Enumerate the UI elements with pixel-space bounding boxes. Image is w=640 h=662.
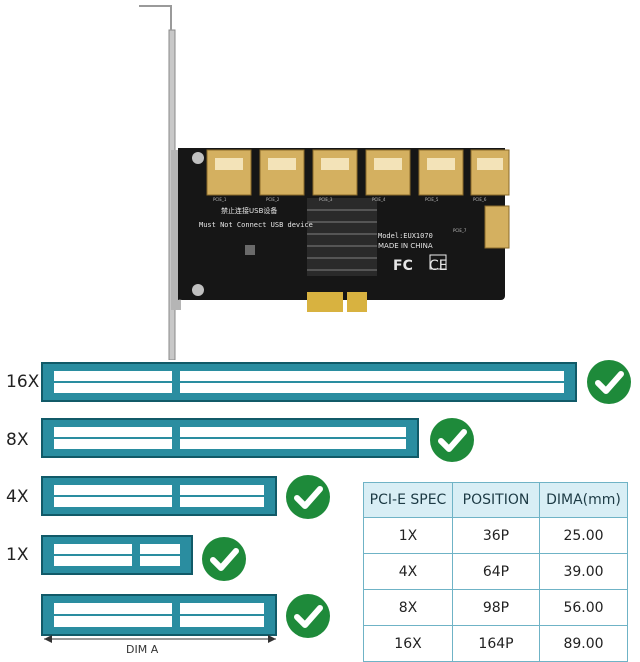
table-cell: 25.00 — [539, 517, 628, 554]
slot-8x — [41, 418, 419, 458]
table-cell: 98P — [452, 589, 540, 626]
slot-label-16x: 16X — [6, 372, 40, 392]
board-model: Model:EUX1070 — [378, 232, 433, 240]
port-label: PCIE_3 — [319, 197, 333, 202]
check-icon — [430, 418, 474, 462]
table-header: DIMA(mm) — [539, 482, 628, 518]
slot-4x — [41, 476, 277, 516]
check-icon — [587, 360, 631, 404]
table-header: PCI-E SPEC — [363, 482, 453, 518]
port-label: PCIE_6 — [473, 197, 487, 202]
table-cell: 4X — [363, 553, 453, 590]
table-row: 1X 36P 25.00 — [363, 517, 628, 554]
gold-edge-connector — [307, 292, 367, 312]
table-cell: 8X — [363, 589, 453, 626]
spec-table: PCI-E SPEC POSITION DIMA(mm) 1X 36P 25.0… — [363, 482, 628, 662]
table-cell: 89.00 — [539, 625, 628, 662]
slot-16x — [41, 362, 577, 402]
slot-label-8x: 8X — [6, 430, 29, 450]
slot-1x — [41, 535, 193, 575]
table-cell: 56.00 — [539, 589, 628, 626]
port-label: PCIE_4 — [372, 197, 386, 202]
esd-symbol — [429, 254, 447, 270]
fc-mark: FC — [393, 258, 413, 274]
usb-ports — [206, 149, 510, 249]
port-label: PCIE_5 — [425, 197, 439, 202]
mounting-bracket — [139, 5, 181, 360]
slot-reference — [41, 594, 277, 636]
board-warning-cn: 禁止连接USB设备 — [221, 206, 277, 215]
table-row: 16X 164P 89.00 — [363, 625, 628, 662]
table-cell: 64P — [452, 553, 540, 590]
table-cell: 39.00 — [539, 553, 628, 590]
chip — [245, 245, 255, 255]
table-cell: 1X — [363, 517, 453, 554]
dim-arrow — [44, 635, 276, 643]
board-warning-en: Must Not Connect USB device — [199, 221, 313, 229]
table-header-row: PCI-E SPEC POSITION DIMA(mm) — [363, 482, 628, 518]
riser-board-illustration: 禁止连接USB设备 Must Not Connect USB device Mo… — [139, 5, 510, 360]
table-cell: 16X — [363, 625, 453, 662]
port-label: PCIE_7 — [453, 228, 467, 233]
slot-label-1x: 1X — [6, 545, 29, 565]
port-label: PCIE_1 — [213, 197, 227, 202]
port-label: PCIE_2 — [266, 197, 280, 202]
dim-label: DIM A — [126, 643, 159, 656]
table-row: 4X 64P 39.00 — [363, 553, 628, 590]
check-icon — [286, 594, 330, 638]
heatsink — [307, 198, 377, 276]
slot-label-4x: 4X — [6, 487, 29, 507]
table-row: 8X 98P 56.00 — [363, 589, 628, 626]
check-icon — [202, 537, 246, 581]
table-cell: 164P — [452, 625, 540, 662]
board-made-in: MADE IN CHINA — [378, 242, 433, 250]
ce-mark: CE — [429, 258, 448, 274]
check-icon — [286, 475, 330, 519]
table-header: POSITION — [452, 482, 540, 518]
table-cell: 36P — [452, 517, 540, 554]
